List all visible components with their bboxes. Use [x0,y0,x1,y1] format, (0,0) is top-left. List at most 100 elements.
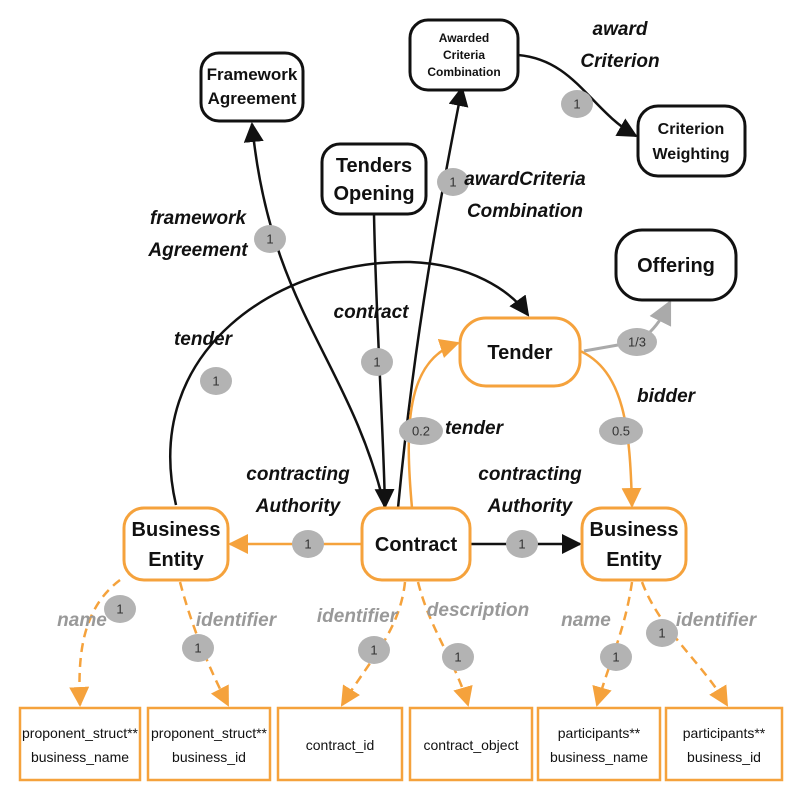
badge-framework-agreement: 1 [254,225,286,253]
box-contract-id[interactable]: contract_id [276,706,404,782]
box-proponent-business-id[interactable]: proponent_struct** business_id [146,706,272,782]
edge-tender-top [169,260,530,506]
edge-label-award-criterion-line1: award [593,19,648,40]
node-label-line: Offering [637,255,715,277]
edge-label-award-criteria-combination-line2: Combination [467,201,583,222]
node-tenders-opening[interactable]: Tenders Opening [320,142,428,216]
badge-tender-orange: 0.2 [399,417,443,445]
node-label-line: Contract [375,534,458,556]
box-label-line: proponent_struct** [22,725,139,741]
edge-label-identifier-right: identifier [676,610,758,631]
node-label-line: Framework [207,65,298,84]
box-participants-business-name[interactable]: participants** business_name [536,706,662,782]
box-label-line: business_id [172,749,246,765]
badge-identifier-right: 1 [646,619,678,647]
edge-identifier-right [640,581,729,707]
box-label-line: participants** [683,725,766,741]
badge-text: 1 [449,175,456,190]
box-label-line: contract_object [424,737,519,753]
edge-description [416,581,473,707]
node-contract[interactable]: Contract [360,506,472,582]
badge-text: 1 [266,232,273,247]
badge-contract: 1 [361,348,393,376]
node-label-line: Criteria [443,48,485,62]
edge-label-framework-agreement-line2: Agreement [147,240,248,261]
badge-tender-top: 1 [200,367,232,395]
node-label-line: Combination [427,65,500,79]
badge-text: 1 [212,374,219,389]
node-label-line: Opening [333,183,414,205]
node-offering[interactable]: Offering [614,228,738,302]
edge-award-criterion [517,53,638,138]
edge-label-contracting-right-line2: Authority [487,496,574,517]
box-proponent-business-name[interactable]: proponent_struct** business_name [18,706,142,782]
edge-label-award-criteria-combination-line1: awardCriteria [464,169,586,190]
node-label-line: Business [590,519,679,541]
badge-contracting-left: 1 [292,530,324,558]
box-label-line: business_name [550,749,648,765]
node-label-line: Criterion [658,121,725,138]
badge-identifier-contract: 1 [358,636,390,664]
edge-name-left [69,579,121,707]
edge-label-name-left: name [57,610,107,631]
badge-name-right: 1 [600,643,632,671]
node-label-line: Tenders [336,155,412,177]
badge-name-left: 1 [104,595,136,623]
badge-text: 1 [454,650,461,665]
badge-text: 1 [304,537,311,552]
node-label-line: Entity [606,549,662,571]
node-label-line: Entity [148,549,204,571]
edge-label-contracting-right-line1: contracting [478,464,582,485]
edge-label-award-criterion-line2: Criterion [580,51,659,72]
node-label-line: Tender [487,342,552,364]
node-label-line: Agreement [208,89,297,108]
box-label-line: participants** [558,725,641,741]
edge-label-framework-agreement-line1: framework [150,208,248,229]
node-business-entity-right[interactable]: Business Entity [580,506,688,582]
node-awarded-criteria-combination[interactable]: Awarded Criteria Combination [408,18,520,92]
edge-offering-tail [648,299,672,334]
badge-text: 1 [573,97,580,112]
badge-award-criteria-combination: 1 [437,168,469,196]
badge-identifier-left: 1 [182,634,214,662]
edge-label-tender-top: tender [174,329,234,350]
node-criterion-weighting[interactable]: Criterion Weighting [636,104,747,178]
box-label-line: business_name [31,749,129,765]
badge-award-criterion: 1 [561,90,593,118]
box-label-line: contract_id [306,737,374,753]
badge-text: 1 [194,641,201,656]
edge-label-name-right: name [561,610,611,631]
edge-framework-agreement [243,122,387,509]
node-business-entity-left[interactable]: Business Entity [122,506,230,582]
badge-offering: 1/3 [617,328,657,356]
edge-tender-orange [407,338,460,509]
edge-label-bidder: bidder [637,386,697,407]
badge-text: 1 [518,537,525,552]
badge-text: 0.5 [612,424,630,439]
badge-text: 0.2 [412,424,430,439]
badge-text: 1/3 [628,335,646,350]
edge-label-contract: contract [334,302,410,323]
edge-label-description: description [427,600,529,621]
edge-label-tender-orange: tender [445,418,505,439]
badge-text: 1 [612,650,619,665]
badge-contracting-right: 1 [506,530,538,558]
badge-text: 1 [658,626,665,641]
badge-text: 1 [370,643,377,658]
node-tender[interactable]: Tender [458,316,582,388]
edge-label-identifier-left: identifier [196,610,278,631]
box-label-line: proponent_struct** [151,725,268,741]
edge-label-contracting-left-line1: contracting [246,464,350,485]
badge-text: 1 [373,355,380,370]
node-label-line: Business [132,519,221,541]
badge-description: 1 [442,643,474,671]
node-framework-agreement[interactable]: Framework Agreement [199,51,305,123]
node-label-line: Awarded [439,31,489,45]
edge-offering [583,343,619,353]
node-label-line: Weighting [652,146,729,163]
edge-label-identifier-contract: identifier [317,606,399,627]
box-contract-object[interactable]: contract_object [408,706,534,782]
badge-text: 1 [116,602,123,617]
box-participants-business-id[interactable]: participants** business_id [664,706,784,782]
